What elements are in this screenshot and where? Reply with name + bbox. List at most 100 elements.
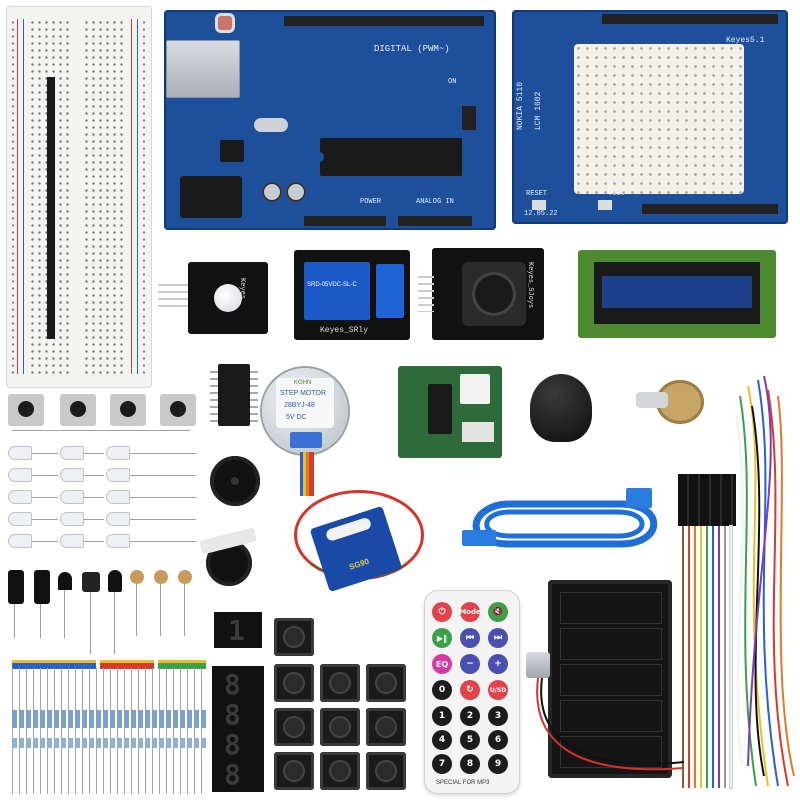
led-legs bbox=[130, 475, 196, 476]
stepper-line2: 28BYJ-48 bbox=[284, 402, 315, 409]
uln2003-chip bbox=[428, 384, 452, 434]
led bbox=[106, 512, 130, 526]
capacitor bbox=[286, 182, 306, 202]
led bbox=[106, 468, 130, 482]
led-legs bbox=[84, 541, 104, 542]
key-6: 6 bbox=[488, 730, 508, 750]
led-legs bbox=[32, 519, 58, 520]
breadboard-rail-blue bbox=[23, 19, 24, 374]
icsp-header bbox=[462, 106, 476, 130]
led-array bbox=[8, 446, 198, 558]
jumper-wire bbox=[682, 526, 684, 788]
usb-a-plug bbox=[462, 530, 496, 546]
power-button: ⏻ bbox=[432, 602, 452, 622]
resistor-tape-red bbox=[100, 660, 154, 669]
led-legs bbox=[84, 497, 104, 498]
servo-label: SG90 bbox=[347, 556, 371, 572]
analog-header bbox=[398, 216, 472, 226]
ir-receiver bbox=[82, 572, 100, 592]
flame-sensor-legs bbox=[114, 592, 115, 654]
battery-slot bbox=[560, 736, 662, 768]
capacitor-legs bbox=[40, 604, 41, 638]
push-button bbox=[110, 394, 146, 426]
tact-button bbox=[274, 752, 314, 790]
usb-cable bbox=[462, 488, 658, 548]
electrolytic-capacitor bbox=[34, 570, 50, 604]
push-button bbox=[8, 394, 44, 426]
usd-button: U/SD bbox=[488, 680, 508, 700]
potentiometer bbox=[636, 374, 708, 428]
stepper-line3: 5V DC bbox=[286, 414, 307, 421]
seven-segment-quad: 8 8 8 8 bbox=[212, 666, 264, 792]
key-7: 7 bbox=[432, 754, 452, 774]
mode-button: Mode bbox=[459, 602, 481, 622]
tact-button bbox=[366, 752, 406, 790]
nokia-label: NOKIA 5110 bbox=[516, 81, 525, 130]
power-label: POWER bbox=[360, 198, 382, 206]
relay-text: SRD-05VDC-SL-C bbox=[307, 282, 357, 288]
shield-header-bottom bbox=[642, 204, 778, 214]
crystal bbox=[254, 118, 288, 132]
photoresistor-legs bbox=[160, 584, 161, 636]
battery-slot bbox=[560, 592, 662, 624]
eq-button: EQ bbox=[432, 654, 452, 674]
seven-segment-digit: 8 bbox=[224, 668, 241, 701]
dc-jack bbox=[180, 176, 242, 218]
battery-slot bbox=[560, 700, 662, 732]
jumper-wire bbox=[718, 526, 720, 788]
uln2003-driver-board bbox=[398, 366, 502, 458]
tact-button bbox=[320, 664, 360, 702]
led-legs bbox=[32, 475, 58, 476]
led-legs bbox=[84, 453, 104, 454]
shield-header-top bbox=[602, 14, 778, 24]
key-3: 3 bbox=[488, 706, 508, 726]
breadboard-rail-red-right bbox=[131, 19, 132, 374]
electrolytic-capacitor bbox=[8, 570, 24, 604]
on-label: ON bbox=[448, 78, 457, 86]
key-9: 9 bbox=[488, 754, 508, 774]
voltage-regulator bbox=[220, 140, 244, 162]
jumper-wire-bundle bbox=[735, 375, 795, 787]
tact-button bbox=[366, 708, 406, 746]
breadboard-rail-holes-right bbox=[141, 19, 147, 375]
reset-button bbox=[218, 16, 232, 30]
active-buzzer bbox=[210, 456, 260, 506]
breadboard bbox=[6, 6, 152, 388]
push-button bbox=[60, 394, 96, 426]
led bbox=[60, 468, 84, 482]
rgb-module-pins bbox=[158, 284, 188, 308]
rgb-led-module: Keyes bbox=[188, 262, 268, 334]
relay-label: Keyes_SRly bbox=[320, 326, 369, 335]
shield-test-button bbox=[598, 200, 612, 210]
led bbox=[106, 534, 130, 548]
atmega328-chip bbox=[316, 138, 462, 176]
key-5: 5 bbox=[460, 730, 480, 750]
led-legs bbox=[32, 497, 58, 498]
jumper-wire bbox=[712, 526, 714, 788]
stepper-motor: KOHN STEP MOTOR 28BYJ-48 5V DC bbox=[262, 368, 348, 454]
date-label: 12.05.22 bbox=[524, 210, 558, 218]
key-1: 1 bbox=[432, 706, 452, 726]
relay-module: SRD-05VDC-SL-C Keyes_SRly bbox=[294, 250, 410, 340]
joystick-pins bbox=[418, 276, 434, 312]
repeat-button: ↻ bbox=[460, 680, 480, 700]
key-4: 4 bbox=[432, 730, 452, 750]
usb-cable-inner bbox=[484, 509, 645, 539]
usb-b-port bbox=[166, 40, 240, 98]
tact-button bbox=[320, 752, 360, 790]
led bbox=[8, 446, 32, 460]
play-pause-button: ▶‖ bbox=[432, 628, 452, 648]
shield-reset-button bbox=[532, 200, 546, 210]
tact-button bbox=[320, 708, 360, 746]
seven-segment-single: 1 bbox=[214, 612, 262, 648]
flame-sensor bbox=[108, 570, 122, 592]
digital-header bbox=[284, 16, 484, 26]
joystick-cap bbox=[530, 374, 592, 442]
potentiometer-shaft bbox=[636, 392, 668, 408]
jumper-housings bbox=[678, 474, 736, 526]
stepper-line1: STEP MOTOR bbox=[280, 390, 327, 397]
test-label: Test bbox=[608, 190, 625, 198]
resistor-bodies bbox=[12, 710, 206, 728]
breadboard-rail-blue-right bbox=[137, 19, 138, 374]
usb-b-plug bbox=[626, 488, 652, 508]
